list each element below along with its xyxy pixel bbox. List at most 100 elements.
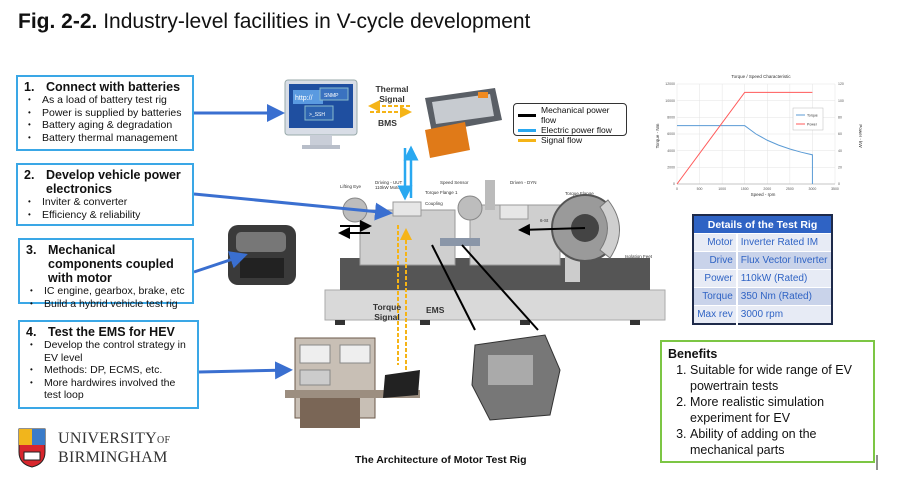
mechanical-power-line [431,244,476,331]
benefit-item: Ability of adding on the mechanical part… [690,426,867,458]
table-title: Details of the Test Rig [693,215,832,234]
computer-monitor-image: http:// SNMP >_SSH [284,79,358,149]
legend-item: Mechanical power flow [518,105,622,125]
y2-tick-label: 20 [838,166,842,170]
legend-label: Signal flow [541,135,583,145]
arrow-box2 [193,192,393,221]
thermal-signal-label: Thermal Signal [375,84,409,104]
y-tick-label: 8000 [667,116,675,120]
monitor-text: http:// [295,95,313,102]
chart-title: Torque / Speed Characteristic [731,74,791,79]
figure-number: Fig. 2-2. [18,10,98,33]
rig-label: Torque Flange 1 [425,190,458,195]
bms-label: BMS [378,118,397,128]
row-value: 110kW (Rated) [736,269,832,288]
box-heading: 1. Connect with batteries [24,80,186,94]
chart-xlabel: Speed - rpm [751,192,776,197]
box-item: Efficiency & reliability [28,209,186,222]
university-logo: UNIVERSITYOF BIRMINGHAM [18,428,170,468]
ems-label: EMS [426,305,445,315]
logo-of: OF [157,435,171,446]
motor-test-rig-image: Lifting Eye Driving - UUT 110kW Motor To… [324,180,666,325]
benefit-item: More realistic simulation experiment for… [690,394,867,426]
legend-item: Signal flow [518,135,622,145]
rig-label: Speed Sensor [440,180,469,185]
y2-tick-label: 60 [838,132,842,136]
row-key: Drive [693,251,738,270]
series-line-torque [677,125,813,184]
rig-label: Lifting Eye [340,184,362,189]
y-tick-label: 0 [673,182,675,186]
y-tick-label: 10000 [665,99,675,103]
control-panel-image [285,337,420,428]
y2-tick-label: 100 [838,99,844,103]
box-mechanical-components: 3.Mechanical components coupled with mot… [18,238,194,310]
box-item: Battery aging & degradation [28,119,186,132]
box-heading: 3.Mechanical components coupled with mot… [26,243,186,285]
row-key: Power [693,269,738,288]
x-tick-label: 3000 [809,187,817,191]
chart-ylabel: Torque - Nm [655,123,660,148]
mechanical-power-arrow [518,223,586,236]
battery-pack-image [425,88,502,158]
slide-title: Fig. 2-2. Industry-level facilities in V… [18,10,530,34]
box-item: Battery thermal management [28,132,186,145]
university-name: UNIVERSITYOF BIRMINGHAM [58,430,170,466]
box-test-ems: 4. Test the EMS for HEV Develop the contr… [18,320,199,409]
x-tick-label: 3500 [831,187,839,191]
box-item: Power is supplied by batteries [28,107,186,120]
mechanical-power-line [461,244,539,331]
legend-swatch [518,128,536,132]
row-value: Flux Vector Inverter [736,251,832,270]
box-item: Develop the control strategy in EV level [30,339,191,364]
box-item: Build a hybrid vehicle test rig [30,298,186,311]
legend-label: Mechanical power flow [541,105,610,125]
rig-label: Driving - UUT [375,180,403,185]
benefit-item: Suitable for wide range of EV powertrain… [690,362,867,394]
box-heading: 4. Test the EMS for HEV [26,325,191,339]
box-item: Inviter & converter [28,196,186,209]
university-crest-icon [18,428,46,468]
box-number: 1. [24,80,35,94]
box-item: As a load of battery test rig [28,94,186,107]
title-text: Industry-level facilities in V-cycle dev… [97,10,531,33]
monitor-text: SNMP [324,93,339,99]
rig-label: 6-St [540,218,549,223]
logo-line2: BIRMINGHAM [58,449,168,466]
benefits-title: Benefits [668,347,718,361]
row-value: 350 Nm (Rated) [736,287,832,306]
row-key: Torque [693,287,738,306]
legend-torque: Torque [807,114,818,118]
x-tick-label: 500 [697,187,703,191]
x-tick-label: 2500 [786,187,794,191]
row-key: Motor [693,233,738,252]
gearbox-image [471,334,561,421]
arrow-box4 [198,361,293,380]
box-number: 4. [26,325,37,339]
chart-legend [792,107,824,131]
rig-label: Torque Flange [565,191,594,196]
legend-swatch [518,113,536,117]
box-heading-text: Test the EMS for HEV [48,325,175,339]
box-item: Methods: DP, ECMS, etc. [30,364,191,377]
legend-swatch [518,138,536,142]
x-tick-label: 1500 [741,187,749,191]
rig-label: Coupling [425,201,443,206]
y2-tick-label: 80 [838,116,842,120]
y-tick-label: 6000 [667,132,675,136]
box-heading: 2.Develop vehicle power electronics [24,168,186,196]
chart-y2label: Power - kW [858,124,863,148]
box-number: 3. [26,243,37,257]
flow-legend: Mechanical power flow Electric power flo… [513,103,627,145]
box-heading-text: Connect with batteries [46,80,181,94]
x-tick-label: 2000 [763,187,771,191]
row-value: 3000 rpm [736,305,832,324]
